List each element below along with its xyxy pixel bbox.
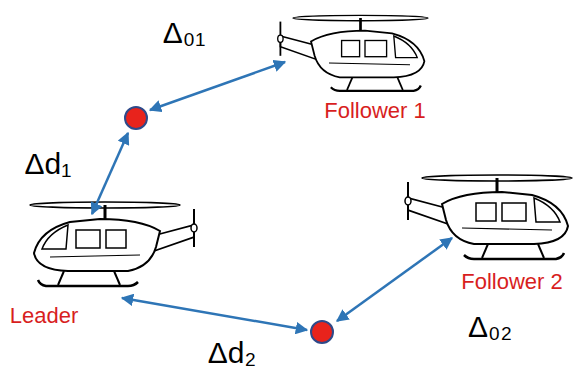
helicopter-node: Follower 2 [461,269,562,294]
distance-label: Δd₂ [208,336,256,369]
helicopter-follower-1 [278,15,428,91]
aircraft-label: Leader [10,303,79,328]
reference-point [311,321,333,343]
helicopter-node: Follower 1 [324,98,425,123]
reference-point [125,107,147,129]
distance-arrow [150,62,285,110]
distance-arrow [92,133,128,214]
aircraft-label: Follower 2 [461,269,562,294]
distance-label: Δ₀₁ [163,16,206,49]
helicopter-follower-2 [405,175,572,259]
distance-label: Δd₁ [25,147,72,180]
distance-arrow [337,238,452,321]
helicopter-node: Leader [10,303,79,328]
aircraft-label: Follower 1 [324,98,425,123]
distance-arrow [122,298,307,330]
distance-label: Δ₀₂ [468,310,512,343]
helicopter-leader [30,202,197,286]
